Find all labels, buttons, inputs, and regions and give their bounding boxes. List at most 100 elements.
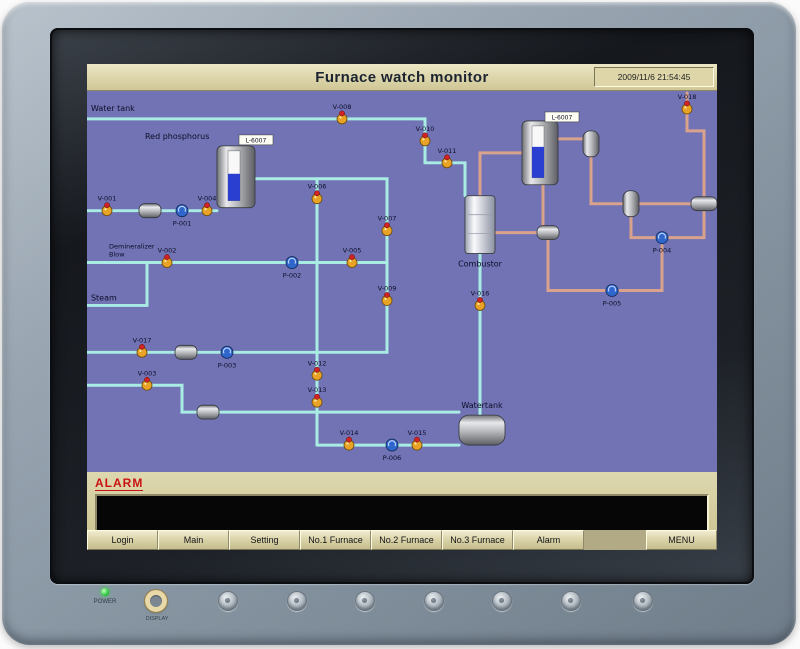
alarm-panel: ALARM: [87, 472, 717, 534]
label-water-tank-top: Water tank: [91, 104, 135, 113]
pumps: P-001 P-002 P-003 P-004 P-005 P-006: [173, 204, 672, 462]
svg-text:V-007: V-007: [378, 215, 397, 223]
svg-text:V-014: V-014: [340, 429, 359, 437]
valve-marker: V-013: [308, 386, 327, 408]
label-demin-2: Blow: [109, 251, 125, 259]
svg-text:V-003: V-003: [138, 369, 157, 377]
nav-spacer: [584, 530, 646, 550]
small-cylinders: [138, 130, 717, 420]
valve-marker: V-001: [98, 195, 117, 217]
label-steam: Steam: [91, 293, 117, 302]
svg-text:V-001: V-001: [98, 195, 117, 203]
nav-button-furnace-3[interactable]: No.3 Furnace: [442, 530, 513, 550]
level-indicator-value: L-6007: [246, 137, 267, 144]
svg-text:V-008: V-008: [333, 103, 352, 111]
level-indicator-value: L-6007: [552, 114, 573, 121]
power-led-indicator: [101, 588, 109, 596]
pump-marker: P-004: [653, 231, 672, 255]
phosphorus-tank: [216, 145, 256, 209]
svg-text:P-006: P-006: [383, 454, 402, 462]
nav-button-row: Login Main Setting No.1 Furnace No.2 Fur…: [87, 530, 717, 550]
valve-marker: V-017: [133, 336, 152, 358]
nav-button-furnace-2[interactable]: No.2 Furnace: [371, 530, 442, 550]
svg-text:P-005: P-005: [603, 299, 622, 307]
svg-text:V-018: V-018: [678, 93, 697, 101]
tank-level-fill: [532, 146, 544, 178]
pump-marker: P-006: [383, 438, 402, 462]
pump-marker: P-003: [218, 345, 237, 369]
pump-marker: P-002: [283, 256, 302, 280]
function-button-4[interactable]: [424, 591, 444, 611]
function-button-1[interactable]: [218, 591, 238, 611]
tank-level-fill: [228, 173, 240, 201]
valve-marker: V-002: [158, 247, 177, 268]
function-button-2[interactable]: [287, 591, 307, 611]
nav-button-furnace-1[interactable]: No.1 Furnace: [300, 530, 371, 550]
svg-text:P-004: P-004: [653, 247, 672, 255]
valve-marker: V-016: [471, 289, 490, 311]
label-demin-1: Demineralizer: [109, 243, 155, 251]
page-title: Furnace watch monitor: [315, 68, 489, 86]
cyan-water-pipes: [87, 117, 482, 447]
water-tank-vessel: [458, 414, 506, 446]
salmon-steam-pipes: [478, 91, 706, 292]
svg-text:P-002: P-002: [283, 272, 302, 280]
svg-text:P-001: P-001: [173, 220, 192, 228]
power-led-label: POWER: [93, 599, 117, 605]
scada-diagram: L-6007 L-6007: [87, 91, 717, 462]
nav-button-menu[interactable]: MENU: [646, 530, 717, 550]
function-button-7[interactable]: [633, 591, 653, 611]
svg-text:V-009: V-009: [378, 284, 397, 292]
function-button-6[interactable]: [561, 591, 581, 611]
svg-text:V-011: V-011: [438, 147, 457, 155]
function-button-3[interactable]: [355, 591, 375, 611]
svg-text:V-016: V-016: [471, 289, 490, 297]
valve-marker: V-018: [678, 93, 697, 115]
alarm-message-display: [95, 494, 709, 534]
process-diagram-area: L-6007 L-6007: [87, 91, 717, 472]
valve-marker: V-004: [198, 195, 217, 217]
svg-text:V-017: V-017: [133, 336, 152, 344]
clock-display: 2009/11/6 21:54:45: [594, 67, 714, 87]
pump-marker: P-001: [173, 204, 192, 228]
valve-marker: V-015: [408, 429, 427, 451]
valve-marker: V-012: [308, 359, 326, 381]
svg-text:P-003: P-003: [218, 361, 237, 369]
svg-text:V-004: V-004: [198, 195, 217, 203]
valve-marker: V-014: [340, 429, 359, 451]
nav-button-login[interactable]: Login: [87, 530, 158, 550]
nav-button-setting[interactable]: Setting: [229, 530, 300, 550]
hmi-screen: Furnace watch monitor 2009/11/6 21:54:45: [87, 64, 717, 550]
alarm-title: ALARM: [95, 476, 144, 492]
valve-marker: V-010: [416, 125, 435, 147]
nav-button-alarm[interactable]: Alarm: [513, 530, 584, 550]
title-bar: Furnace watch monitor 2009/11/6 21:54:45: [87, 64, 717, 91]
valve-marker: V-003: [138, 369, 157, 391]
level-indicator-1: L-6007: [238, 134, 274, 146]
display-button-label: DISPLAY: [145, 616, 169, 622]
label-water-tank-bottom: Watertank: [461, 401, 503, 410]
label-red-phosphorus: Red phosphorus: [145, 132, 209, 141]
level-indicator-2: L-6007: [544, 111, 580, 123]
valve-marker: V-009: [378, 284, 397, 306]
label-combustor: Combustor: [458, 260, 503, 269]
pump-marker: P-005: [603, 284, 622, 307]
boiler-tank: [521, 120, 559, 186]
function-button-5[interactable]: [492, 591, 512, 611]
svg-text:V-015: V-015: [408, 429, 427, 437]
svg-text:V-010: V-010: [416, 125, 435, 133]
nav-button-main[interactable]: Main: [158, 530, 229, 550]
svg-text:V-005: V-005: [343, 247, 362, 255]
valves: V-001 V-002 V-003 V-004 V-005 V-006 V-00…: [98, 93, 697, 451]
svg-text:V-006: V-006: [308, 183, 327, 191]
svg-text:V-002: V-002: [158, 247, 177, 255]
valve-marker: V-008: [333, 103, 352, 125]
svg-text:V-013: V-013: [308, 386, 327, 394]
valve-marker: V-006: [308, 183, 327, 205]
valve-marker: V-007: [378, 215, 397, 237]
display-button[interactable]: [144, 589, 168, 613]
valve-marker: V-011: [438, 147, 457, 169]
valve-marker: V-005: [343, 247, 362, 268]
combustor-vessel: [464, 195, 496, 254]
